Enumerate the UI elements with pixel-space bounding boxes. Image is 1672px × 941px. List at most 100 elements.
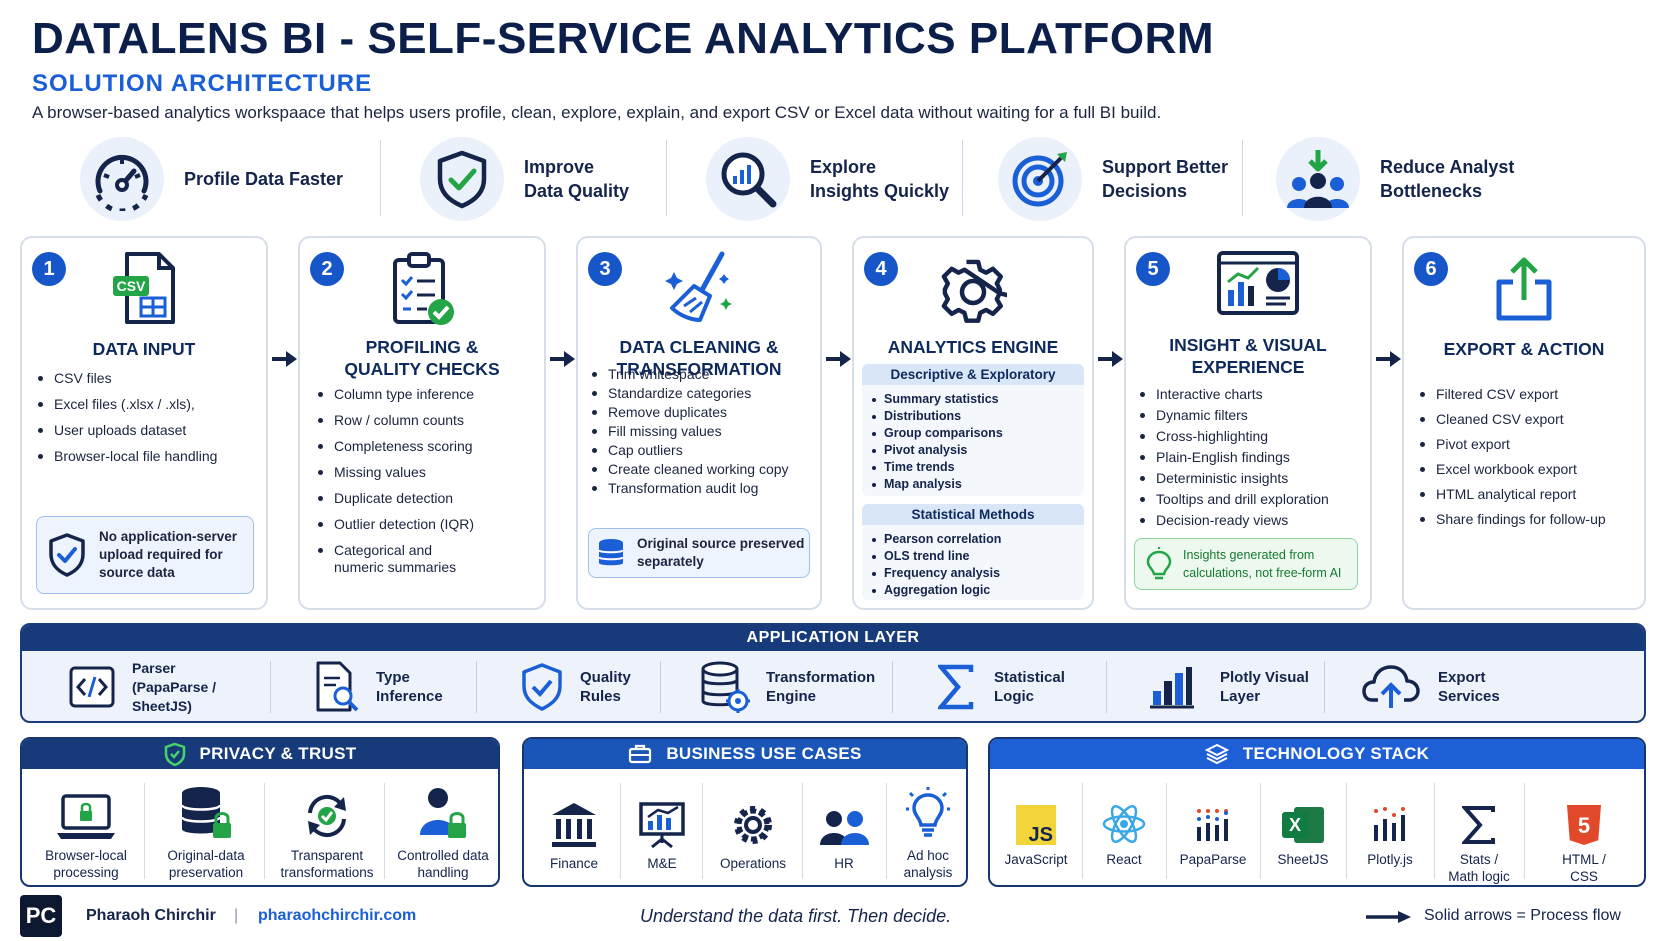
application-layer-title: APPLICATION LAYER (22, 625, 1644, 651)
divider (1166, 783, 1167, 879)
svg-text:CSV: CSV (117, 278, 146, 294)
use-case-operations: Operations (706, 787, 800, 872)
papaparse-icon (1197, 809, 1228, 841)
briefcase-icon (629, 744, 652, 764)
app-item-label: Type Inference (376, 669, 443, 705)
benefit-support-decisions: Support Better Decisions (998, 136, 1232, 222)
list-item: Cross-highlighting (1140, 428, 1370, 445)
shield-check-icon (522, 663, 562, 711)
group-title: Descriptive & Exploratory (862, 364, 1084, 385)
tech-label: Plotly.js (1367, 852, 1413, 867)
divider (380, 140, 381, 216)
privacy-item-label: Browser-local processing (45, 848, 127, 880)
panel-title: PRIVACY & TRUST (199, 744, 357, 763)
app-item-transformation-engine: Transformation Engine (700, 655, 876, 719)
divider (886, 783, 887, 879)
list-item: Frequency analysis (872, 565, 1084, 582)
tech-papaparse: PapaParse (1168, 783, 1258, 868)
footer: PC Pharaoh Chirchir | pharaohchirchir.co… (0, 895, 1672, 941)
legend-label: Solid arrows = Process flow (1424, 907, 1621, 924)
app-item-label: Quality Rules (580, 669, 631, 705)
list-item: Deterministic insights (1140, 470, 1370, 487)
benefit-explore-insights: Explore Insights Quickly (706, 136, 950, 222)
analytics-group-statistical: Statistical Methods Pearson correlation … (862, 504, 1084, 600)
list-item: Map analysis (872, 476, 1084, 493)
cloud-upload-icon (1362, 665, 1420, 708)
list-item: Time trends (872, 459, 1084, 476)
step-note: Insights generated from calculations, no… (1134, 538, 1358, 590)
step-analytics-engine: 4 ANALYTICS ENGINE Descriptive & Explora… (852, 236, 1094, 610)
plotly-icon (1374, 807, 1405, 841)
step-insight-visual: 5 INSIGHT & VISUAL EXPERIENCE Interactiv… (1124, 236, 1372, 610)
step-title: PROFILING & QUALITY CHECKS (344, 337, 500, 379)
tech-label: Stats / Math logic (1448, 852, 1510, 884)
divider (1434, 783, 1435, 879)
page-description: A browser-based analytics workspaace tha… (32, 103, 1162, 122)
list-item: Cleaned CSV export (1420, 411, 1640, 428)
step-number: 5 (1136, 252, 1170, 286)
privacy-item-original-data: Original-data preservation (150, 779, 262, 881)
step-note: No application-server upload required fo… (36, 516, 254, 594)
panel-header: PRIVACY & TRUST (22, 739, 498, 769)
tech-label: PapaParse (1179, 852, 1247, 867)
divider (1346, 783, 1347, 879)
benefit-label: Profile Data Faster (184, 169, 344, 189)
privacy-item-label: Controlled data handling (397, 848, 489, 880)
list-item: Fill missing values (592, 423, 812, 440)
speedometer-icon (80, 137, 164, 221)
list-item: User uploads dataset (38, 422, 258, 439)
website-link[interactable]: pharaohchirchir.com (258, 907, 417, 924)
privacy-trust-panel: PRIVACY & TRUST Browser-local processing… (20, 737, 500, 887)
list-item: Distributions (872, 408, 1084, 425)
js-badge-text: JS (1028, 824, 1053, 846)
app-item-label: Statistical Logic (994, 669, 1065, 705)
footer-tagline: Understand the data first. Then decide. (640, 906, 952, 926)
use-case-me: M&E (624, 787, 700, 872)
benefit-label: Support Better Decisions (1102, 157, 1228, 201)
html5-badge-text: 5 (1577, 812, 1591, 838)
bank-icon (552, 803, 596, 847)
step-data-input: 1 CSV DATA INPUT CSV files Excel files (… (20, 236, 268, 610)
use-case-label: M&E (647, 856, 677, 871)
tech-stats-math: Stats / Math logic (1436, 783, 1522, 885)
list-item: Pearson correlation (872, 531, 1084, 548)
step-bullet-list: Trim whitespace Standardize categories R… (592, 366, 812, 499)
csv-file-icon: CSV (22, 250, 266, 328)
step-note-text: No application-server upload required fo… (99, 529, 238, 580)
step-number: 6 (1414, 252, 1448, 286)
use-case-hr: HR (806, 787, 882, 872)
privacy-item-controlled: Controlled data handling (388, 779, 498, 881)
list-item: Share findings for follow-up (1420, 511, 1640, 528)
user-lock-icon (420, 788, 466, 838)
panel-header: BUSINESS USE CASES (524, 739, 966, 769)
step-note: Original source preserved separately (588, 528, 810, 578)
step-title: EXPORT & ACTION (1443, 339, 1605, 359)
divider (1260, 783, 1261, 879)
benefit-reduce-bottlenecks: Reduce Analyst Bottlenecks (1276, 136, 1520, 222)
list-item: Categorical and numeric summaries (318, 542, 468, 576)
divider (270, 661, 271, 713)
use-case-label: Ad hoc analysis (903, 848, 953, 880)
broom-icon (578, 250, 820, 328)
app-item-parser: Parser (PapaParse / SheetJS) (68, 655, 242, 719)
list-item: Pivot export (1420, 436, 1640, 453)
benefit-improve-quality: Improve Data Quality (420, 136, 634, 222)
excel-icon: X (1282, 805, 1324, 845)
list-item: Browser-local file handling (38, 448, 258, 465)
app-item-plotly-visual: Plotly Visual Layer (1150, 655, 1310, 719)
tech-plotly: Plotly.js (1348, 783, 1432, 868)
panel-header: TECHNOLOGY STACK (990, 739, 1644, 769)
lightbulb-icon (906, 787, 950, 837)
step-title: INSIGHT & VISUAL EXPERIENCE (1169, 335, 1327, 377)
tech-label: SheetJS (1277, 852, 1329, 867)
divider (1324, 661, 1325, 713)
magnifier-chart-icon (706, 137, 790, 221)
list-item: Interactive charts (1140, 386, 1370, 403)
list-item: HTML analytical report (1420, 486, 1640, 503)
divider (892, 661, 893, 713)
list-item: Tooltips and drill exploration (1140, 491, 1370, 508)
analytics-group-descriptive: Descriptive & Exploratory Summary statis… (862, 364, 1084, 496)
list-item: Missing values (318, 464, 538, 481)
privacy-item-label: Original-data preservation (167, 848, 245, 880)
database-gear-icon (701, 661, 750, 713)
